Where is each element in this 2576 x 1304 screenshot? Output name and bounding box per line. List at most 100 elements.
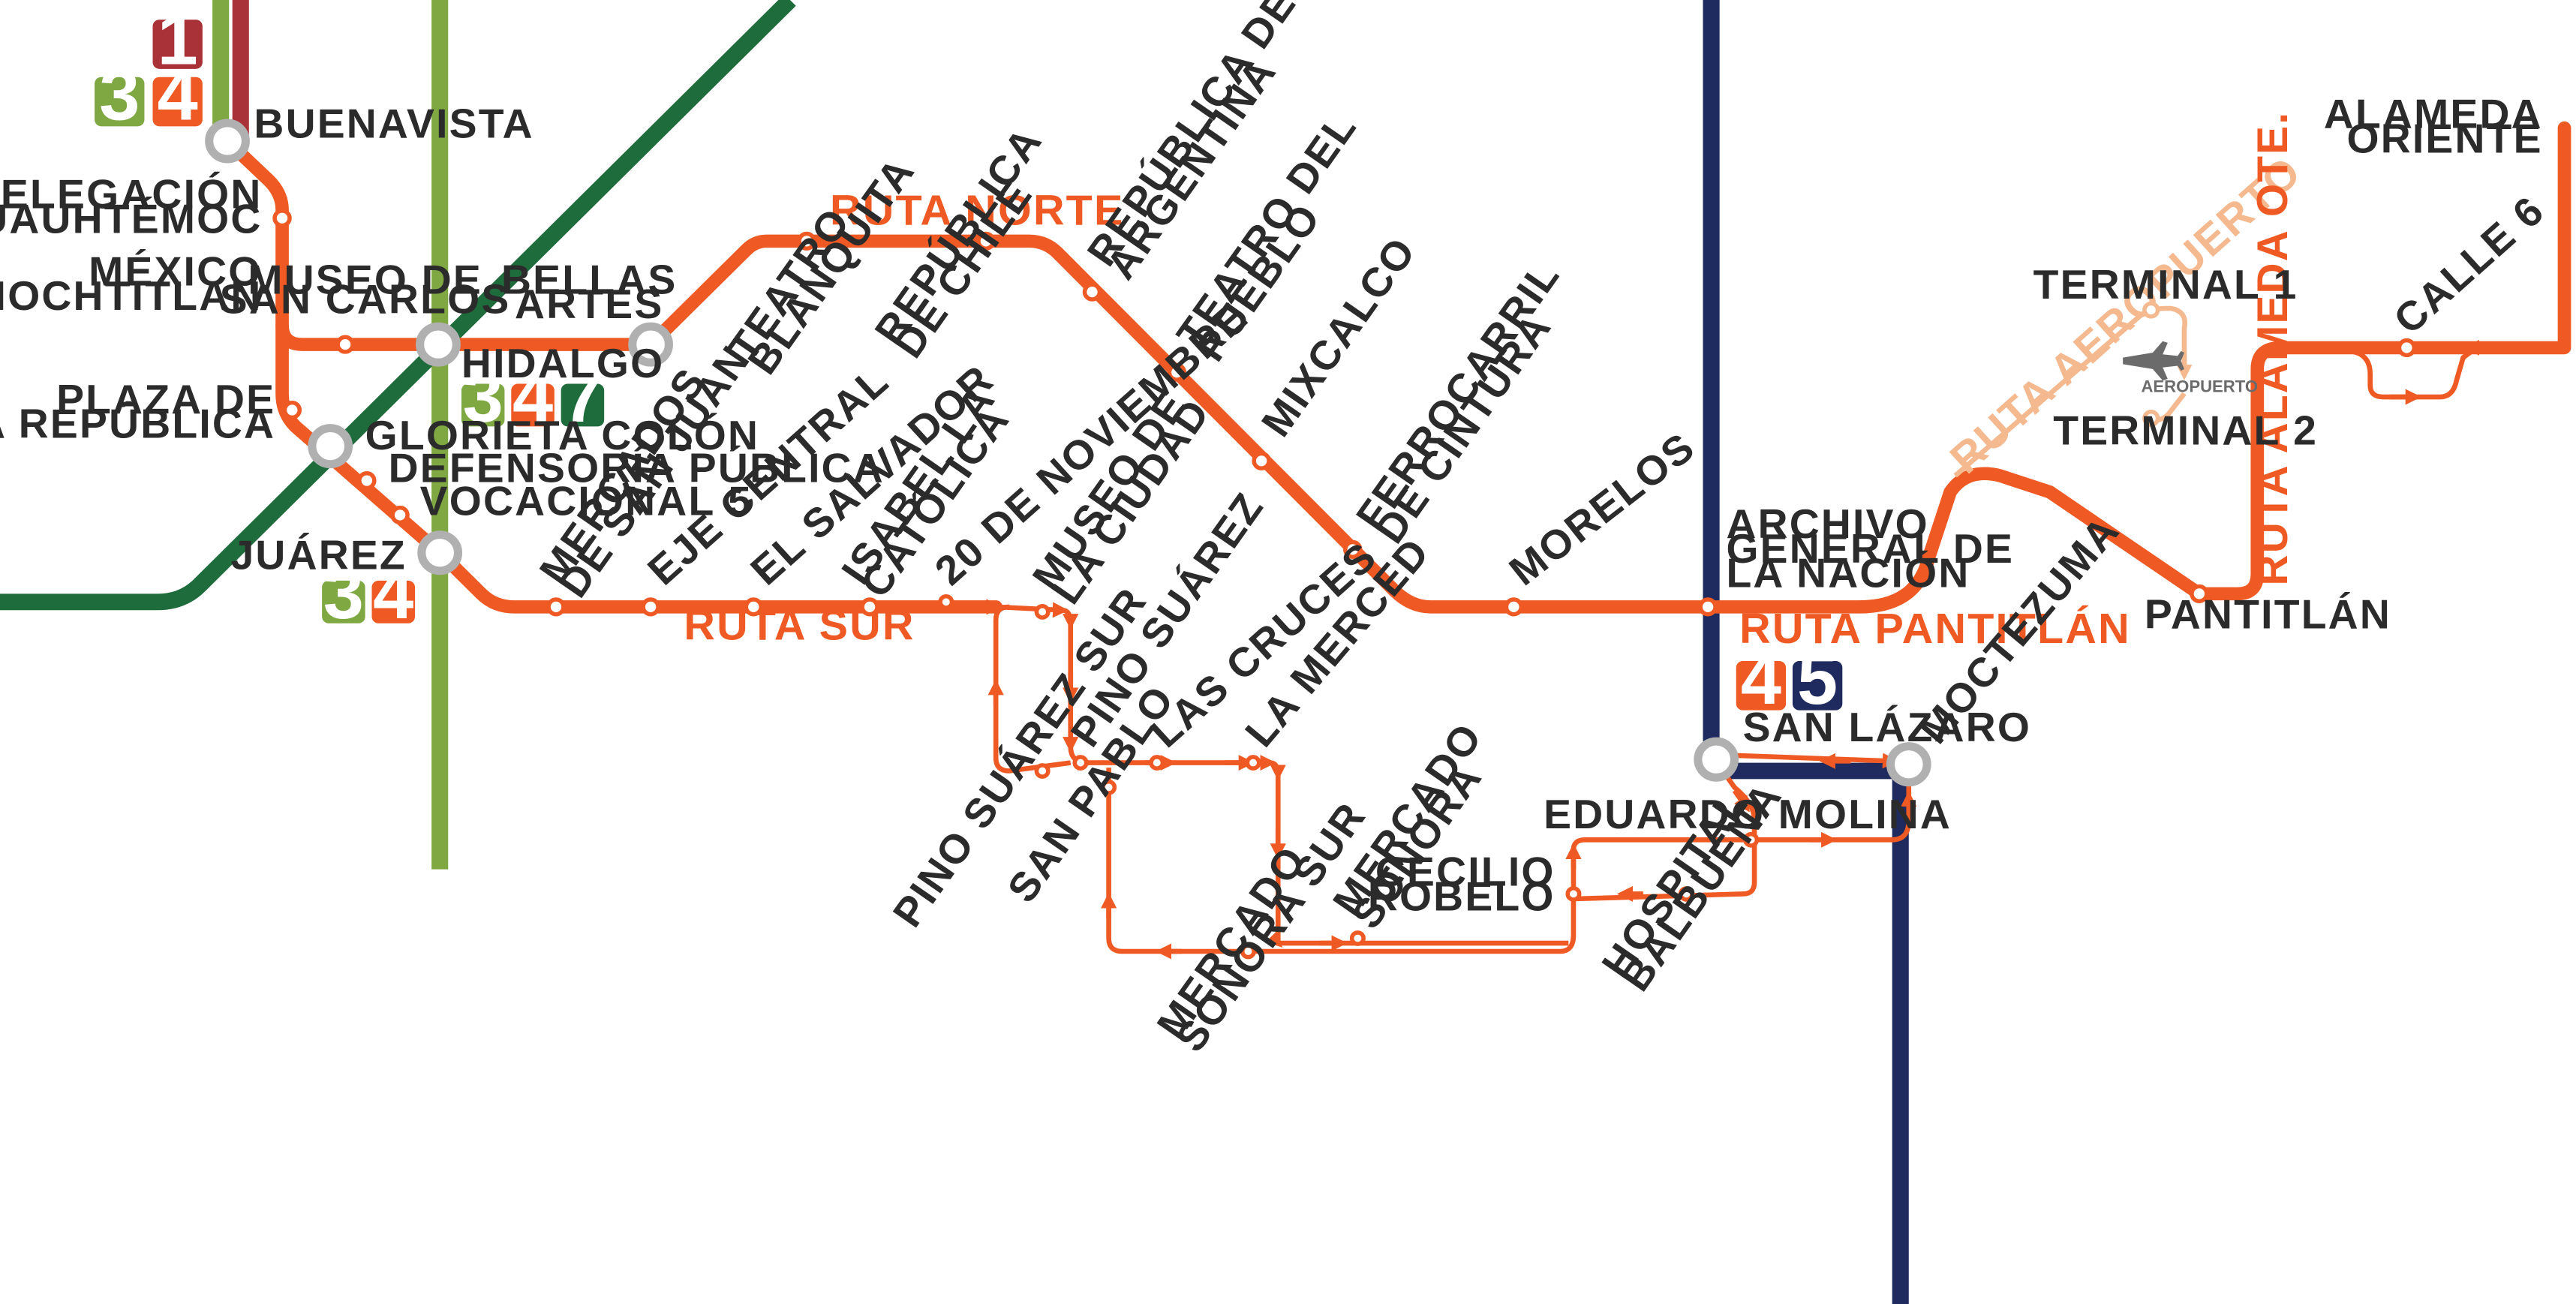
- stop-eduardo-molina: [1743, 831, 1760, 848]
- stop-morelos: [1504, 597, 1524, 617]
- label-alameda-2: ORIENTE: [2347, 116, 2543, 162]
- label-plaza-1: PLAZA DE: [56, 376, 275, 422]
- label-glorieta: GLORIETA COLÓN: [365, 412, 759, 458]
- label-morelos: MORELOS: [1501, 423, 1704, 594]
- stop-pantitlan: [2190, 584, 2209, 603]
- stop-eje-central: [641, 597, 660, 617]
- stop-mercado-sonora-sur: [1240, 943, 1256, 960]
- line-badge-3: [95, 77, 145, 127]
- label-plaza-2: LA REPÚBLICA: [0, 401, 275, 447]
- line-badge-4: [371, 580, 415, 623]
- stop-museo-san-carlos: [335, 335, 355, 354]
- stop-vocacional: [390, 505, 410, 525]
- minor-stops: [272, 209, 2417, 960]
- line-badge-5: [1792, 661, 1843, 711]
- stop-calle6: [2397, 338, 2417, 358]
- stop-archivo: [1698, 597, 1718, 617]
- label-archivo-2: GENERAL DE: [1726, 525, 2014, 572]
- station-glorieta-colon: [308, 424, 353, 469]
- label-museo-sc-1: MUSEO DE: [248, 257, 482, 303]
- svg-text:7: 7: [562, 356, 603, 437]
- label-archivo-1: ARCHIVO: [1726, 500, 1928, 547]
- station-labels: BUENAVISTA DELEGACIÓN CUAUHTÉMOC MÉXICO …: [0, 0, 2553, 1060]
- route-norte-path: [221, 121, 2571, 614]
- label-mercado-sonora-sur-2: SONORA SUR: [1167, 794, 1375, 1060]
- label-delegacion-2: CUAUHTÉMOC: [0, 196, 262, 242]
- stop-mercado-sonora: [1349, 930, 1366, 946]
- svg-text:3: 3: [463, 356, 503, 437]
- label-buenavista: BUENAVISTA: [254, 101, 534, 147]
- label-ferrocarril-2: DE CINTURA: [1366, 305, 1560, 551]
- stop-ferrocarril: [1343, 539, 1363, 559]
- label-museo-sc-2: SAN CARLOS: [220, 276, 511, 323]
- svg-text:4: 4: [512, 356, 553, 437]
- line-badge-3: [322, 580, 365, 623]
- label-defensoria: DEFENSORÍA PÚBLICA: [389, 445, 885, 491]
- stop-republica-argentina: [1082, 282, 1102, 302]
- line-badge-4: [152, 77, 203, 127]
- station-san-lazaro: [1694, 737, 1739, 782]
- label-bellas-2: ARTES: [515, 281, 663, 327]
- label-cecilio-2: ROBELO: [1368, 873, 1556, 920]
- line-badge-3: [461, 383, 505, 427]
- stop-museo-ciudad: [1034, 604, 1051, 620]
- station-juarez: [417, 530, 463, 575]
- stop-la-merced: [1245, 755, 1261, 771]
- stop-mercados-san-juan: [546, 597, 566, 617]
- label-alameda-1: ALAMEDA: [2324, 91, 2543, 137]
- station-bellas-artes: [628, 322, 673, 367]
- badge-group-san-lazaro: 4 5: [1736, 638, 1843, 720]
- station-buenavista: [205, 119, 250, 164]
- stop-teatro-blanquita: [797, 231, 816, 251]
- label-terminal1: TERMINAL 1: [2033, 261, 2298, 308]
- stop-las-cruces: [1149, 755, 1165, 771]
- route-label-sur: RUTA SUR: [684, 602, 915, 650]
- label-mexico-2: TENOCHTITLAN: [0, 272, 262, 319]
- label-archivo-3: LA NACIÓN: [1726, 550, 1970, 596]
- airport-stops: [2142, 301, 2160, 427]
- stop-teatro-pueblo: [1167, 362, 1187, 382]
- stop-republica-chile: [976, 231, 996, 251]
- stop-el-salvador: [744, 597, 763, 617]
- label-san-lazaro: SAN LÁZARO: [1743, 704, 2032, 750]
- stop-pino-suarez: [1072, 755, 1089, 771]
- stop-pino-suarez-sur: [1034, 763, 1051, 779]
- stop-isabel-catolica: [860, 597, 879, 617]
- route-label-pantitlan: RUTA PANTITLÁN: [1739, 605, 2131, 653]
- label-pantitlan: PANTITLÁN: [2145, 591, 2391, 638]
- badge-group-juarez: 3 4: [322, 553, 415, 634]
- label-vocacional: VOCACIONAL 5: [420, 478, 753, 524]
- label-mexico-1: MÉXICO: [89, 248, 262, 295]
- route-label-alameda: RUTA ALAMEDA OTE.: [2249, 111, 2297, 586]
- svg-text:4: 4: [158, 54, 198, 135]
- badge-group-buenavista: 1 3 4: [95, 0, 203, 135]
- svg-text:5: 5: [1797, 638, 1838, 719]
- airport-label: AEROPUERTO: [2141, 377, 2258, 396]
- stop-cecilio-robelo: [1565, 886, 1582, 902]
- airplane-icon: AEROPUERTO: [2123, 341, 2258, 396]
- stop-defensoria: [357, 470, 377, 491]
- line-badge-4: [511, 383, 555, 427]
- label-terminal2: TERMINAL 2: [2053, 407, 2318, 454]
- stop-san-pablo: [1101, 779, 1117, 795]
- svg-text:1: 1: [158, 0, 198, 80]
- label-juarez: JUÁREZ: [230, 532, 406, 578]
- label-cecilio-1: CECILIO: [1375, 849, 1556, 895]
- svg-text:3: 3: [323, 553, 364, 634]
- label-eduardo-molina: EDUARDO MOLINA: [1543, 791, 1952, 837]
- svg-text:4: 4: [373, 553, 413, 634]
- stop-mixcalco: [1252, 451, 1271, 470]
- station-hidalgo: [416, 322, 461, 367]
- label-hidalgo: HIDALGO: [461, 340, 664, 386]
- stop-hospital-balbuena: [1678, 886, 1694, 902]
- badge-group-hidalgo: 3 4 7: [461, 356, 605, 437]
- route-label-norte: RUTA NORTE: [830, 187, 1125, 235]
- line-badge-7: [561, 383, 605, 427]
- stop-delegacion: [272, 209, 292, 228]
- transfer-stations: [205, 119, 1931, 787]
- stop-20-noviembre: [938, 593, 954, 610]
- metro-line-7: [0, 0, 796, 611]
- stop-terminal1: [2142, 301, 2160, 319]
- line-badge-1: [152, 20, 203, 69]
- svg-text:3: 3: [99, 54, 140, 135]
